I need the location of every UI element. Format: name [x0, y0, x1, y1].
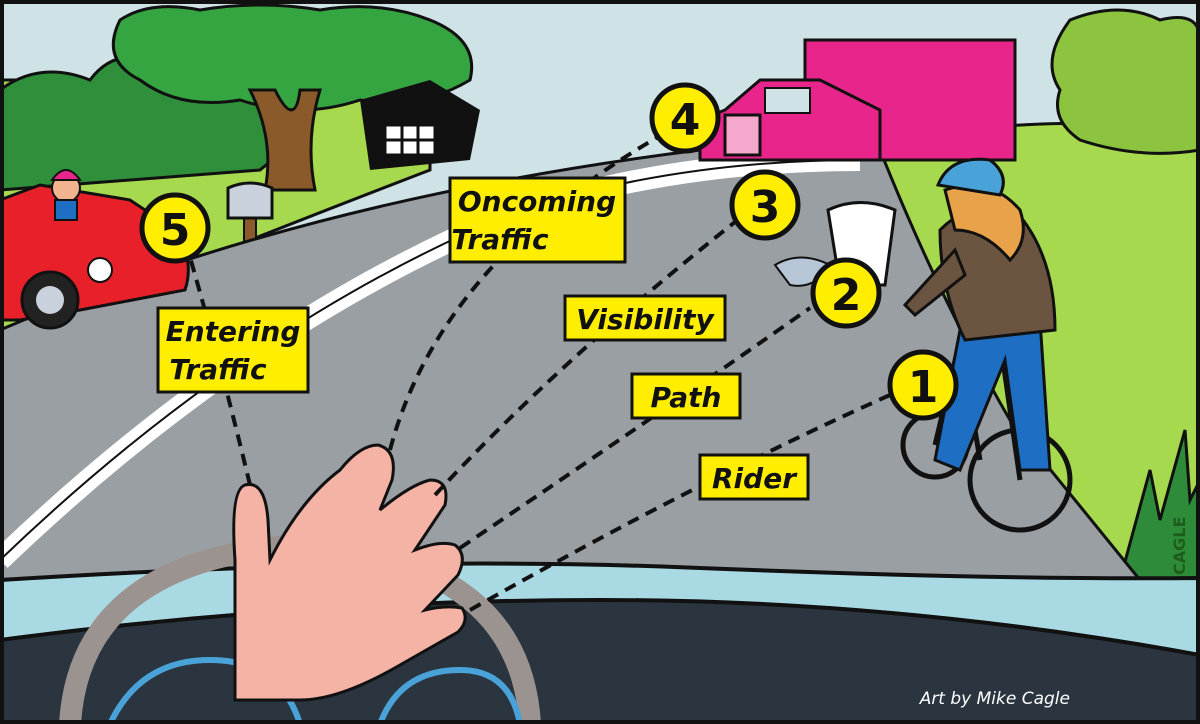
marker-4-number: 4 — [670, 95, 701, 146]
truck-grille — [723, 113, 762, 157]
artist-signature: CAGLE — [1170, 517, 1189, 575]
mailbox — [226, 181, 274, 220]
sight-line-rider — [469, 393, 891, 612]
label-rider: Rider — [698, 453, 810, 501]
fern-plant — [1118, 429, 1200, 582]
sight-lines — [183, 128, 891, 612]
label-rider-text: Rider — [712, 462, 798, 495]
label-oncoming-line1: Oncoming — [458, 185, 616, 218]
marker-4: 4 — [649, 82, 721, 154]
marker-1-number: 1 — [908, 362, 939, 413]
hand — [232, 443, 467, 702]
tree-trunk — [247, 88, 323, 192]
gauge-right — [377, 666, 523, 724]
bike-helmet — [935, 157, 1005, 197]
label-oncoming-traffic: Oncoming Traffic — [448, 176, 627, 264]
sight-line-oncoming — [388, 128, 671, 451]
marker-2: 2 — [810, 257, 882, 329]
label-oncoming-line2: Traffic — [451, 223, 549, 256]
art-credit: Art by Mike Cagle — [919, 689, 1070, 709]
driver-helmet — [50, 169, 82, 181]
tree-canopy — [111, 3, 474, 112]
car-headlight — [87, 257, 113, 283]
sight-line-path — [458, 306, 812, 550]
label-entering-traffic: Entering Traffic — [156, 306, 310, 394]
marker-3: 3 — [729, 169, 801, 241]
label-visibility: Visibility — [563, 294, 727, 342]
cyclist-arm — [902, 247, 967, 318]
marker-3-number: 3 — [750, 182, 781, 233]
marker-1: 1 — [887, 349, 959, 421]
marker-5-number: 5 — [160, 205, 191, 256]
marker-2-number: 2 — [831, 270, 862, 321]
right-bush — [1050, 8, 1200, 155]
label-visibility-text: Visibility — [576, 303, 715, 336]
marker-5: 5 — [139, 192, 211, 264]
label-path: Path — [630, 372, 742, 420]
label-entering-line2: Traffic — [169, 353, 267, 386]
label-entering-line1: Entering — [166, 315, 301, 348]
label-path-text: Path — [651, 381, 722, 414]
cyclist-legs — [933, 318, 1052, 472]
sight-line-visibility — [433, 216, 742, 497]
